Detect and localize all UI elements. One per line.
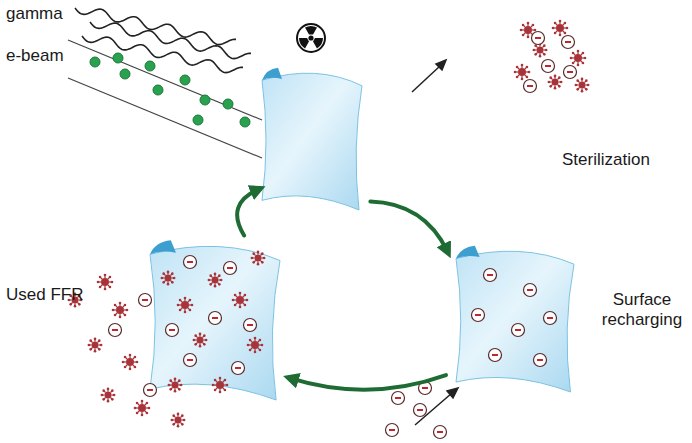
electron — [153, 85, 163, 95]
ffr-sheet-node: Surface recharging — [456, 250, 574, 392]
electron — [113, 53, 123, 63]
electron — [90, 57, 100, 67]
negative-charge — [414, 404, 427, 417]
negative-charge — [392, 392, 405, 405]
virus — [193, 333, 208, 348]
electron — [193, 115, 203, 125]
negative-charge — [139, 294, 152, 307]
virus — [548, 75, 563, 90]
negative-charge — [166, 324, 179, 337]
virus — [247, 337, 264, 354]
cycle-arrow — [237, 189, 259, 235]
virus — [552, 20, 569, 37]
ffr-sheet — [262, 68, 362, 210]
negative-charge — [434, 426, 447, 439]
negative-charge — [534, 354, 547, 367]
electron — [145, 61, 155, 71]
virus — [208, 273, 223, 288]
virus — [97, 274, 114, 291]
virus — [168, 378, 183, 393]
negative-charge — [542, 60, 555, 73]
negative-charge — [386, 424, 399, 437]
ffr-sheet-node: Used FFR — [150, 245, 280, 400]
electron — [120, 69, 130, 79]
virus — [171, 413, 186, 428]
gamma-waves — [75, 8, 251, 73]
negative-charge — [472, 309, 485, 322]
stage-label: Sterilization — [562, 150, 650, 170]
virus — [251, 251, 266, 266]
negative-charge — [484, 269, 497, 282]
virus — [177, 297, 194, 314]
virus — [112, 302, 129, 319]
virus — [514, 64, 531, 81]
radiation-label: e-beam — [6, 46, 64, 66]
electron — [200, 95, 210, 105]
negative-charge — [512, 324, 525, 337]
virus — [212, 377, 229, 394]
electron — [240, 117, 250, 127]
ffr-sheet — [150, 240, 280, 400]
negative-charge — [524, 284, 537, 297]
radiation-label: gamma — [6, 4, 63, 24]
virus — [161, 271, 176, 286]
negative-charge — [209, 312, 222, 325]
virus — [570, 50, 587, 67]
electron — [180, 75, 190, 85]
ffr-sheet-node: Sterilization — [262, 72, 362, 210]
negative-charge — [524, 80, 537, 93]
stage-label: Used FFR — [6, 285, 83, 305]
cycle-arrow — [370, 202, 447, 252]
negative-charge — [184, 256, 197, 269]
virus — [88, 338, 103, 353]
radiation-symbol — [296, 22, 325, 52]
virus — [232, 292, 249, 309]
particle-arrows — [412, 60, 458, 425]
negative-charge — [562, 36, 575, 49]
virus — [122, 354, 139, 371]
e-beam-lines — [68, 40, 262, 158]
negative-charge — [224, 262, 237, 275]
negative-charge — [532, 32, 545, 45]
negative-charge — [144, 384, 157, 397]
negative-charge — [544, 312, 557, 325]
negative-charge — [489, 349, 502, 362]
cycle-arrow — [290, 375, 446, 390]
negative-charge — [564, 66, 577, 79]
negative-charge — [232, 362, 245, 375]
negative-charge — [109, 324, 122, 337]
negative-charge — [244, 319, 257, 332]
electron — [223, 99, 233, 109]
gamma-wave — [82, 36, 243, 73]
ffr-sheet — [456, 246, 574, 392]
virus — [101, 388, 116, 403]
virus — [134, 400, 151, 417]
stage-label: Surface recharging — [596, 290, 688, 331]
virus — [575, 78, 590, 93]
negative-charge — [184, 354, 197, 367]
